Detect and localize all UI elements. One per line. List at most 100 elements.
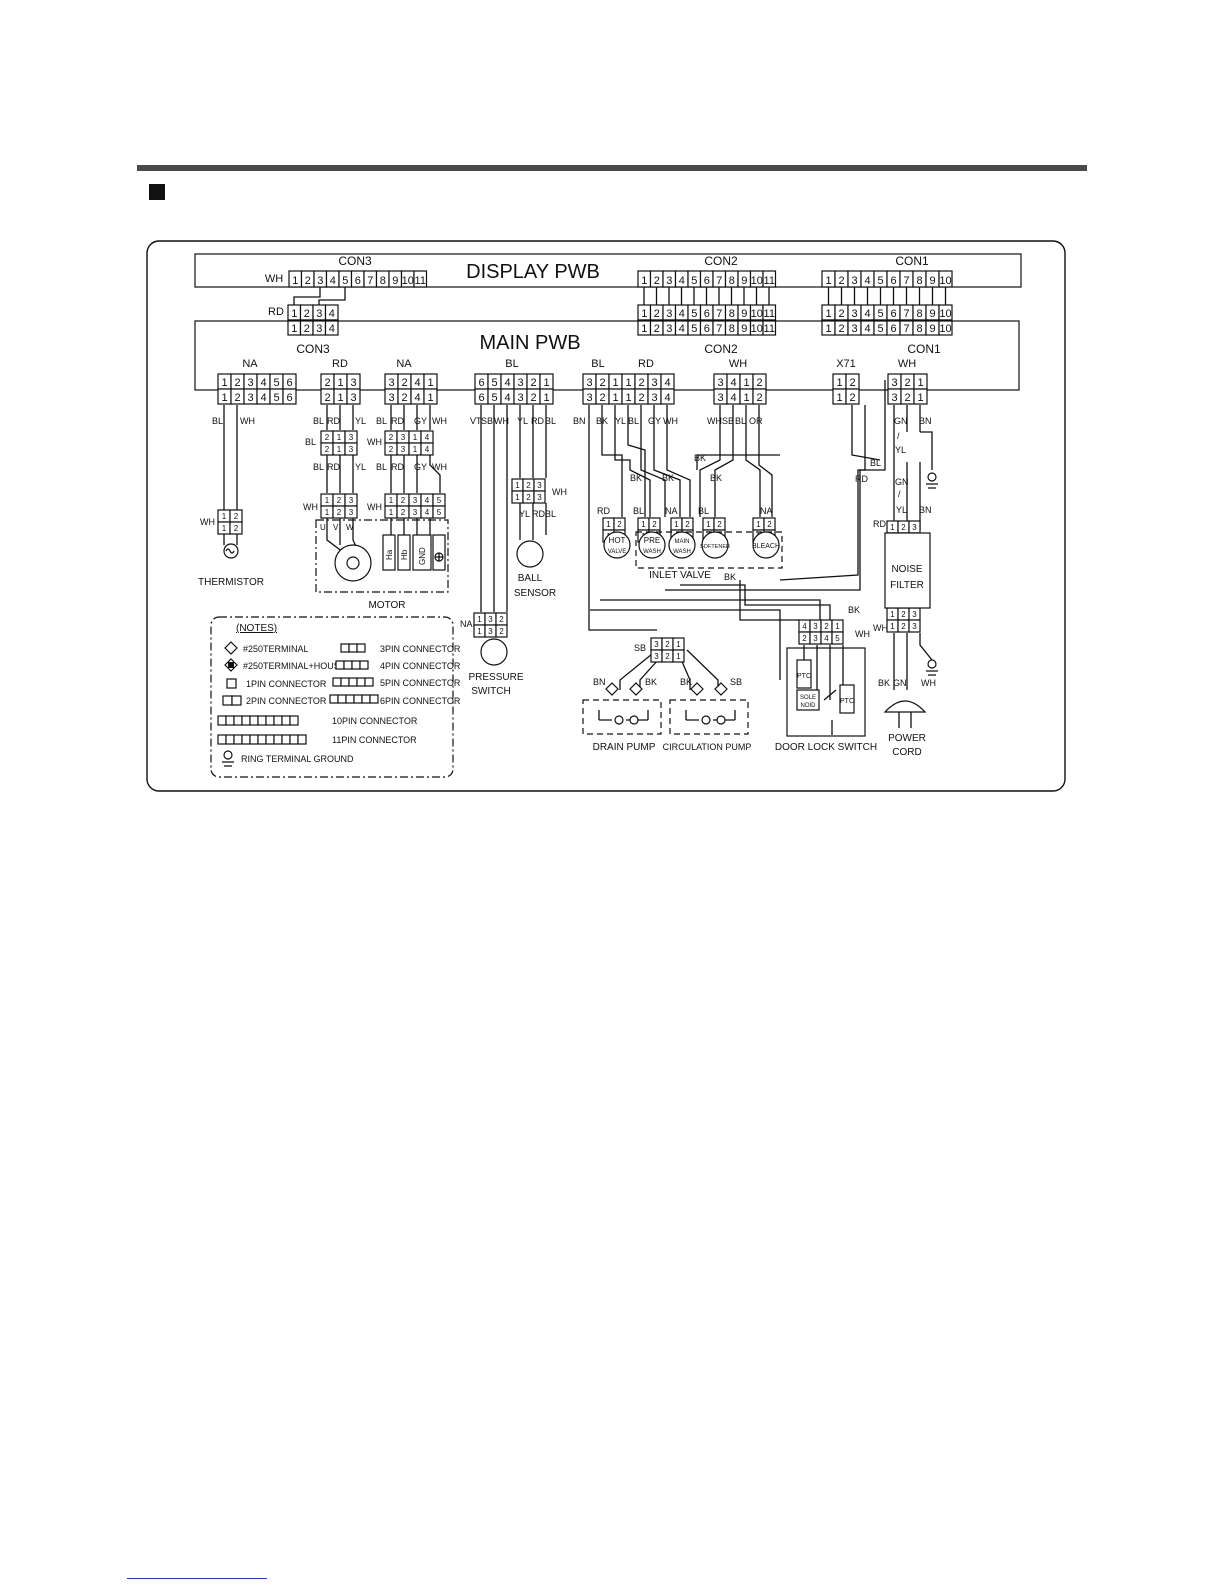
wire-label-or: OR <box>749 416 763 426</box>
con2-link-pin: 3 <box>666 308 672 320</box>
con2-link-pin: 6 <box>704 323 710 335</box>
notes-item: 10PIN CONNECTOR <box>332 716 418 726</box>
display-con2-pin: 9 <box>741 275 747 287</box>
pin11-connector-icon <box>273 734 283 745</box>
power-cord-label-2: CORD <box>892 747 921 758</box>
main-wash-connector-pin: 2 <box>685 520 690 529</box>
main-na6-pin: 5 <box>273 392 279 404</box>
con1-link-pin: 6 <box>890 308 896 320</box>
connector-legend-icon <box>343 660 353 670</box>
ball-sensor-connector-pin: 3 <box>537 481 542 490</box>
main-group-label-rd3: RD <box>332 358 348 370</box>
drain-pump-label: DRAIN PUMP <box>593 742 656 753</box>
wire-label-bk: BK <box>630 473 642 483</box>
pin1-connector-icon <box>226 678 237 689</box>
wire-label-bl: BL <box>545 509 556 519</box>
notes-item: 2PIN CONNECTOR <box>246 696 327 706</box>
pre-wash-valve: PRE WASH <box>638 531 666 559</box>
wire-label-yl: YL <box>517 416 528 426</box>
wire-label-gy: GY <box>648 416 661 426</box>
motor-connector-c-pin: 1 <box>325 496 330 505</box>
board-link-wires <box>293 287 947 305</box>
display-con1-pin: 4 <box>864 275 870 287</box>
con1-link-pin: 3 <box>851 308 857 320</box>
display-con2-pin: 7 <box>716 275 722 287</box>
rd-link-pin: 4 <box>329 308 335 320</box>
softener-connector-pin: 1 <box>706 520 711 529</box>
door-lock-connector-pin: 1 <box>835 622 840 631</box>
display-con1-pin: 3 <box>851 275 857 287</box>
wire-label-sb: SB <box>481 416 493 426</box>
hot-valve: HOT VALVE <box>603 531 631 559</box>
main-wh3-pin: 2 <box>904 377 910 389</box>
wire-label-na: NA <box>460 619 473 629</box>
ball-sensor-connector-cell <box>533 490 546 504</box>
thermistor-connector-pin: 2 <box>234 512 239 521</box>
pressure-switch-connector-pin: 3 <box>488 615 493 624</box>
display-con2-pin: 10 <box>751 275 763 287</box>
ring-terminal-ground-icon <box>223 750 233 760</box>
con2-link-pin: 3 <box>666 323 672 335</box>
connector-legend-icon <box>335 660 345 670</box>
door-lock-connector-pin: 4 <box>802 622 807 631</box>
motor-connector-c-pin: 1 <box>325 508 330 517</box>
door-lock-solenoid <box>796 689 820 711</box>
door-lock-connector-pin: 3 <box>813 634 818 643</box>
wire-label-sb: SB <box>730 677 742 687</box>
terminal-housing-fill-icon <box>228 662 234 668</box>
pressure-switch-connector-pin: 1 <box>477 627 482 636</box>
display-con2-pin: 3 <box>666 275 672 287</box>
wire-label-wh: WH <box>663 416 678 426</box>
display-con3-pin: 7 <box>367 275 373 287</box>
connector-legend-icon <box>340 643 350 653</box>
con2-link-pin: 8 <box>729 308 735 320</box>
con1-link-pin: 9 <box>929 308 935 320</box>
hot-valve-label-1: HOT <box>609 536 626 545</box>
main-na4-cell <box>423 388 438 405</box>
motor-connector-c-cell <box>344 505 358 519</box>
main-rd4-pin: 1 <box>625 377 631 389</box>
motor-ha-sensor <box>382 534 396 571</box>
door-lock-connector-pin: 2 <box>802 634 807 643</box>
circulation-pump-label: CIRCULATION PUMP <box>663 742 752 752</box>
pin11-connector-icon <box>249 734 259 745</box>
con2-link-pin: 6 <box>704 308 710 320</box>
wire-label-wh: WH <box>855 629 870 639</box>
main-rd4-pin: 3 <box>651 392 657 404</box>
con2-link-pin: 8 <box>729 323 735 335</box>
solenoid-label-1: SOLE <box>800 695 816 701</box>
ring-ground-icon <box>926 472 938 676</box>
motor-connector-b-pin: 1 <box>413 445 418 454</box>
con1-link-pin: 4 <box>864 323 870 335</box>
motor-connector-c-pin: 2 <box>337 496 342 505</box>
wire-label-rd: RD <box>327 416 340 426</box>
wire-label-rd: RD <box>327 462 340 472</box>
pin10-connector-icon <box>225 715 235 726</box>
wire-label-gy: GY <box>414 416 427 426</box>
wire-label-bk: BK <box>662 473 674 483</box>
connector-legend-icon <box>329 694 339 704</box>
ptc-label-2: PTC <box>840 698 854 705</box>
pin10-connector-icon <box>281 715 291 726</box>
wire-label-wh: WH <box>707 416 722 426</box>
main-na6-pin: 3 <box>247 392 253 404</box>
main-wash-label-1: MAIN <box>675 539 690 545</box>
main-wh4-pin: 2 <box>756 392 762 404</box>
footer-link-rule <box>127 1578 267 1579</box>
connector-legend-icon <box>351 660 361 670</box>
wire-label-bk: BK <box>680 677 692 687</box>
main-wh4-pin: 1 <box>743 377 749 389</box>
motor-connector-a-pin: 3 <box>349 445 354 454</box>
pin10-connector-icon <box>233 715 243 726</box>
wire-label-wh: WH <box>494 416 509 426</box>
main-wh4-pin: 1 <box>743 392 749 404</box>
